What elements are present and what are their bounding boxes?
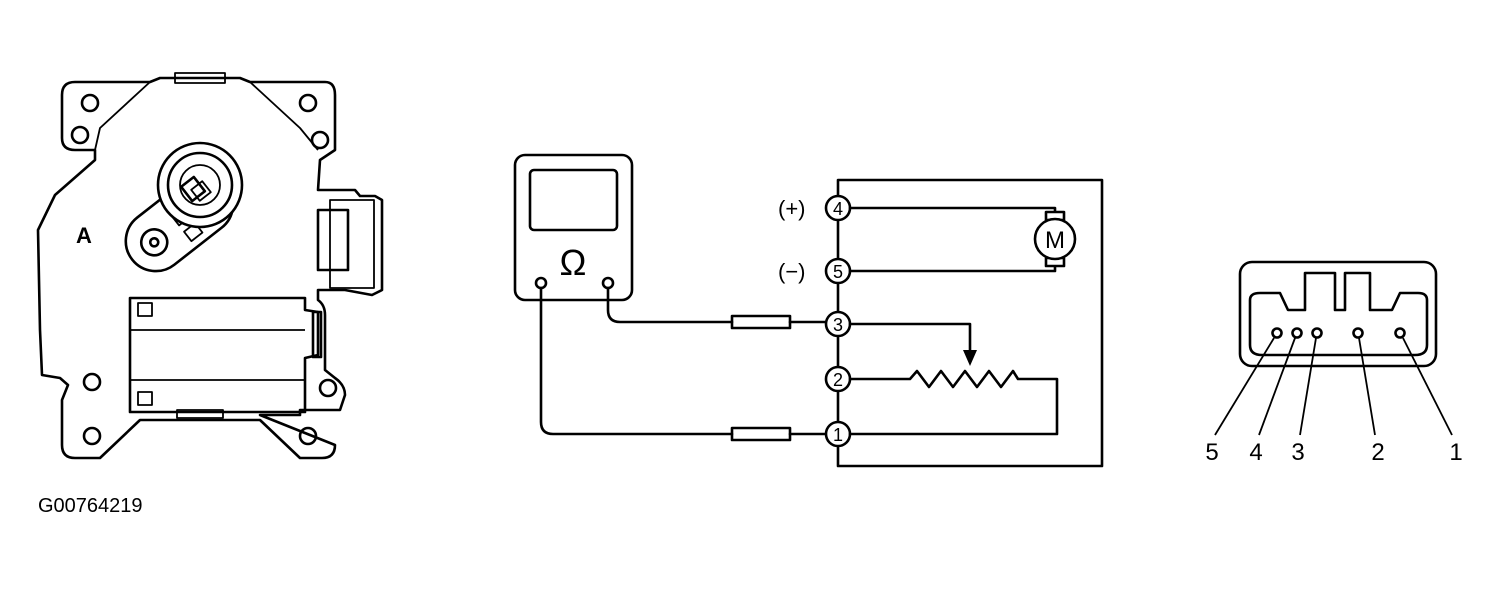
pin-leader <box>1258 337 1296 436</box>
pin-label: 3 <box>1291 439 1304 466</box>
potentiometer-resistor <box>848 369 1059 436</box>
pin-leader <box>1402 337 1453 436</box>
terminal-label: 1 <box>833 425 843 445</box>
terminal-label: 2 <box>833 370 843 390</box>
connector-face: 5 4 3 2 1 <box>1205 260 1463 466</box>
ohmmeter-body <box>513 153 634 302</box>
motor-cover <box>128 296 323 419</box>
motor-wire-positive <box>848 206 1057 217</box>
probe-tip <box>730 426 792 442</box>
polarity-plus-label: (+) <box>778 196 806 221</box>
test-lead-positive <box>606 286 734 324</box>
mount-hole <box>82 372 102 392</box>
probe-jack-left <box>534 276 548 290</box>
mount-hole <box>70 125 90 145</box>
connector-pin-4 <box>1291 327 1303 339</box>
pin-leader <box>1214 337 1275 436</box>
connector-pin-2 <box>1352 327 1364 339</box>
actuator-circuit: 4 5 3 2 1 (+) (−) M <box>778 178 1104 468</box>
mount-hole <box>82 426 102 446</box>
wiper-arrow <box>963 350 977 366</box>
connector-pin-1 <box>1394 327 1406 339</box>
pin-leader <box>1299 337 1317 436</box>
mount-hole <box>298 426 318 446</box>
pin-label: 2 <box>1371 439 1384 466</box>
mount-hole <box>310 130 330 150</box>
ohmmeter-display <box>528 168 619 232</box>
figure-code: G00764219 <box>38 495 143 517</box>
terminal-label: 3 <box>833 315 843 335</box>
top-clip <box>174 72 226 84</box>
probe-jack-right <box>601 276 615 290</box>
pin-label: 5 <box>1205 439 1218 466</box>
side-connector <box>316 199 375 289</box>
mount-hole <box>298 93 318 113</box>
terminal-label: 4 <box>833 199 843 219</box>
connector-pin-3 <box>1311 327 1323 339</box>
probe-tip <box>730 314 792 330</box>
motor <box>1033 217 1077 261</box>
pin-leader <box>1358 337 1376 436</box>
motor-wire-negative <box>848 260 1057 273</box>
ohm-symbol: Ω <box>560 242 587 283</box>
ohmmeter: Ω <box>513 153 634 302</box>
housing-ridge-left <box>94 81 151 151</box>
pin-label: 4 <box>1249 439 1262 466</box>
polarity-minus-label: (−) <box>778 259 806 284</box>
connector-shell <box>1238 260 1438 368</box>
test-lead-negative <box>539 286 734 436</box>
connector-key-outline <box>1248 271 1429 357</box>
actuator-assembly: A <box>36 72 384 460</box>
housing-ridge-right <box>249 81 319 151</box>
connector-pin-5 <box>1271 327 1283 339</box>
terminal-label: 5 <box>833 262 843 282</box>
motor-symbol: M <box>1045 227 1065 254</box>
pin-label: 1 <box>1449 439 1462 466</box>
mount-hole <box>318 378 338 398</box>
mount-hole <box>80 93 100 113</box>
circuit-box <box>836 178 1104 468</box>
wiper-wire <box>848 322 972 354</box>
actuator-callout: A <box>76 223 92 248</box>
output-rotor <box>156 141 244 229</box>
actuator-housing <box>36 76 384 460</box>
